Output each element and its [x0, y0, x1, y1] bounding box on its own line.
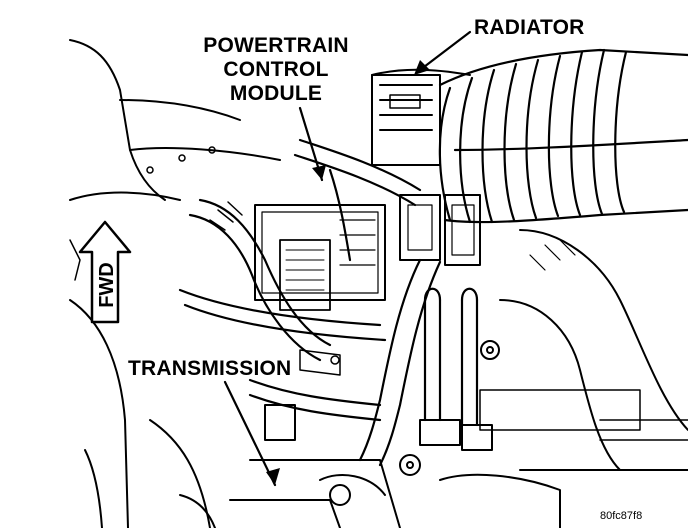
radiator-label: RADIATOR — [474, 16, 585, 39]
figure-reference: 80fc87f8 — [600, 510, 643, 522]
arrowheads — [266, 60, 430, 485]
pcm-label-line3: MODULE — [229, 82, 323, 105]
pcm-callout: POWERTRAIN CONTROL MODULE — [186, 34, 366, 106]
pcm-label-line2: CONTROL — [223, 58, 329, 81]
fluid-lines — [423, 287, 479, 427]
fwd-arrow-icon — [78, 220, 132, 324]
transmission-label: TRANSMISSION — [128, 357, 292, 380]
transmission-housing — [149, 349, 401, 528]
pcm-label-line1: POWERTRAIN — [203, 34, 349, 57]
air-intake-duct — [438, 48, 688, 224]
engine-components — [399, 229, 688, 528]
wiring-harness — [178, 138, 442, 467]
powertrain-control-module — [254, 204, 386, 311]
electrical-connectors — [264, 194, 493, 451]
fender-panel — [69, 39, 281, 528]
fwd-label: FWD — [96, 262, 118, 308]
